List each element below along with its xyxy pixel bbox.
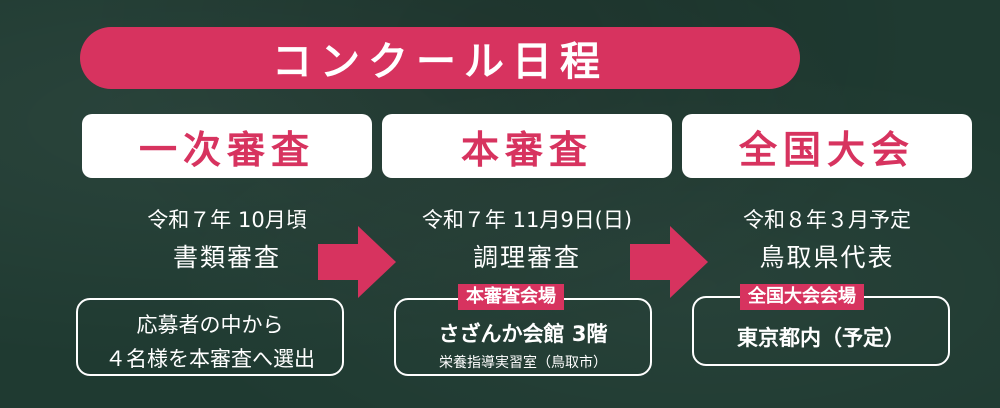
- venue-name: 東京都内（予定）: [737, 326, 905, 350]
- stage-subtitle: 調理審査: [472, 243, 581, 272]
- stage-main-screening: 本審査: [382, 114, 672, 178]
- stage-subtitle: 鳥取県代表: [759, 243, 895, 272]
- venue-room: 栄養指導実習室（鳥取市）: [439, 355, 607, 371]
- stage-date: 令和７年 10月頃: [147, 208, 307, 232]
- stage-label: 一次審査: [138, 127, 315, 172]
- note-line: 応募者の中から: [136, 313, 284, 337]
- stage-label: 本審査: [460, 127, 593, 172]
- note-line: ４名様を本審査へ選出: [105, 347, 315, 371]
- stage-national-final: 全国大会: [682, 114, 972, 178]
- stage-subtitle: 書類審査: [172, 243, 281, 272]
- stage-first-screening: 一次審査: [82, 114, 372, 178]
- stage-date: 令和７年 11月9日(日): [421, 208, 633, 232]
- arrow-right-icon: [630, 226, 708, 298]
- selection-note-box: 応募者の中から ４名様を本審査へ選出: [76, 298, 344, 376]
- venue-tag: 本審査会場: [458, 284, 564, 310]
- schedule-title-banner: コンクール日程: [80, 27, 800, 89]
- venue-name: さざんか会館 3階: [438, 322, 608, 346]
- stage-date: 令和８年３月予定: [743, 208, 911, 232]
- venue-tag: 全国大会会場: [740, 284, 864, 310]
- arrow-right-icon: [318, 226, 396, 298]
- page-title: コンクール日程: [272, 39, 608, 85]
- stage-label: 全国大会: [738, 127, 915, 172]
